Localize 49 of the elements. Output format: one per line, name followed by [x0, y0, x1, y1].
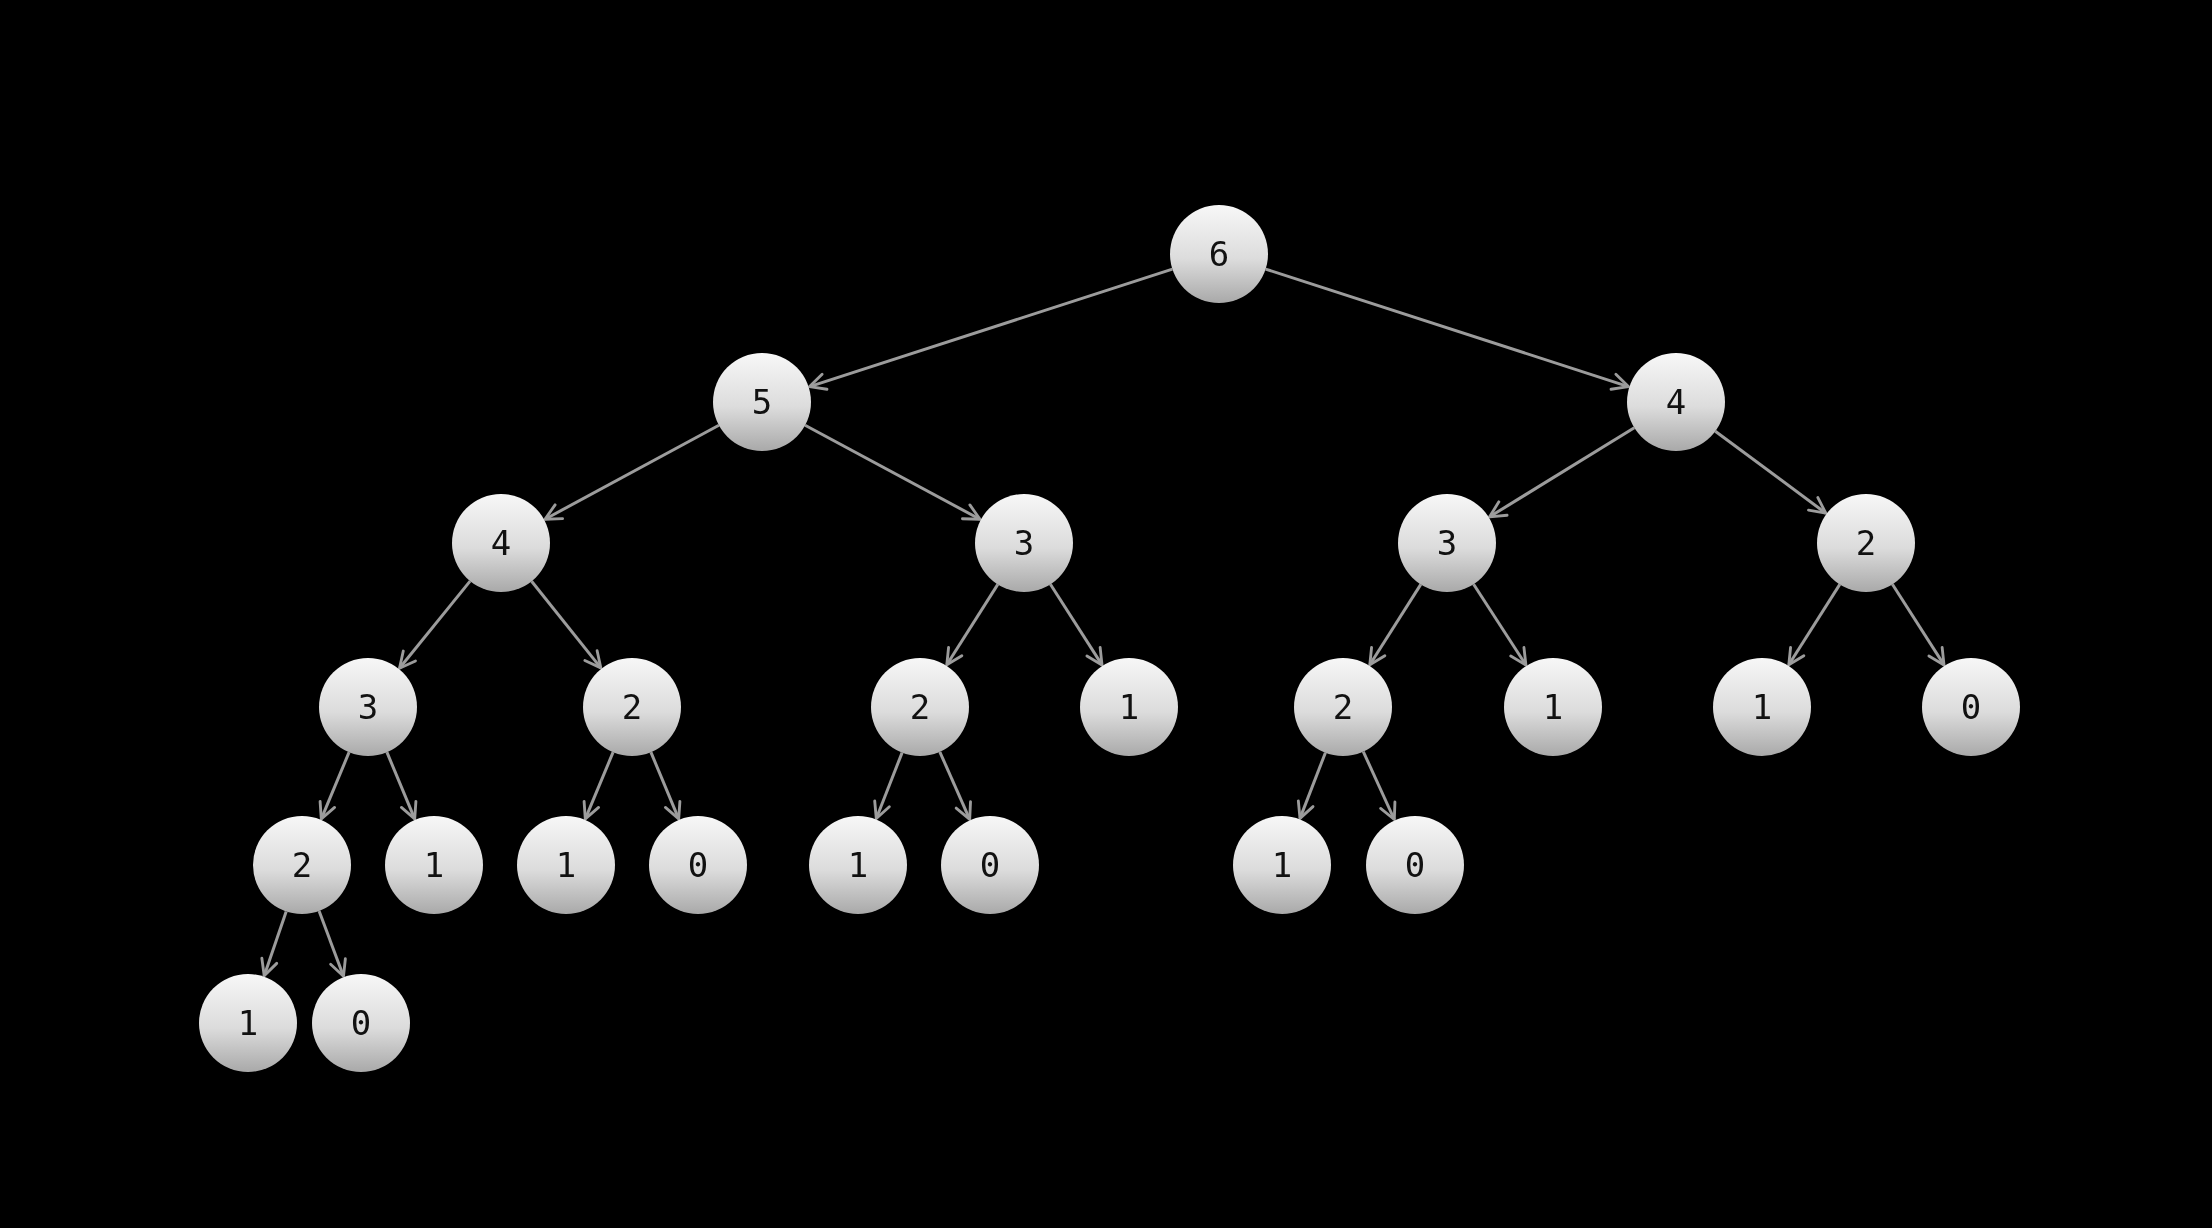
node-value: 4 [490, 526, 512, 560]
node-value: 1 [847, 848, 869, 882]
node-value: 3 [1013, 526, 1035, 560]
node-value: 1 [1751, 690, 1773, 724]
arrow [1265, 267, 1630, 391]
arrow [873, 752, 904, 820]
arrow [318, 751, 351, 821]
arrow [945, 583, 1000, 667]
arrow [385, 751, 418, 821]
arrow [1296, 752, 1327, 820]
arrow [530, 580, 603, 670]
node-value: 1 [555, 848, 577, 882]
arrow [804, 423, 982, 521]
node-value: 1 [1271, 848, 1293, 882]
arrow [1049, 583, 1104, 667]
node-value: 1 [237, 1006, 259, 1040]
arrow [260, 910, 288, 978]
node-value: 5 [751, 385, 773, 419]
arrow [1787, 583, 1842, 667]
arrow [543, 424, 720, 521]
node-value: 2 [291, 848, 313, 882]
node-value: 0 [687, 848, 709, 882]
node-value: 6 [1208, 237, 1230, 271]
node-value: 1 [423, 848, 445, 882]
arrow [398, 580, 472, 670]
arrow [1368, 583, 1423, 667]
arrow [1472, 583, 1528, 667]
arrow [1361, 750, 1397, 821]
arrow [1714, 430, 1828, 515]
node-value: 0 [1404, 848, 1426, 882]
node-value: 2 [909, 690, 931, 724]
arrow [808, 267, 1173, 391]
arrow [1488, 426, 1636, 519]
node-value: 3 [357, 690, 379, 724]
node-value: 0 [350, 1006, 372, 1040]
node-value: 2 [1332, 690, 1354, 724]
node-value: 0 [1960, 690, 1982, 724]
arrow [938, 751, 972, 821]
node-value: 2 [1855, 526, 1877, 560]
arrow [1891, 583, 1946, 667]
node-value: 3 [1436, 526, 1458, 560]
node-value: 0 [979, 848, 1001, 882]
arrow [317, 910, 347, 978]
node-value: 4 [1665, 385, 1687, 419]
node-value: 1 [1542, 690, 1564, 724]
arrow [649, 751, 682, 821]
node-value: 2 [621, 690, 643, 724]
node-value: 1 [1118, 690, 1140, 724]
arrow [582, 751, 615, 821]
